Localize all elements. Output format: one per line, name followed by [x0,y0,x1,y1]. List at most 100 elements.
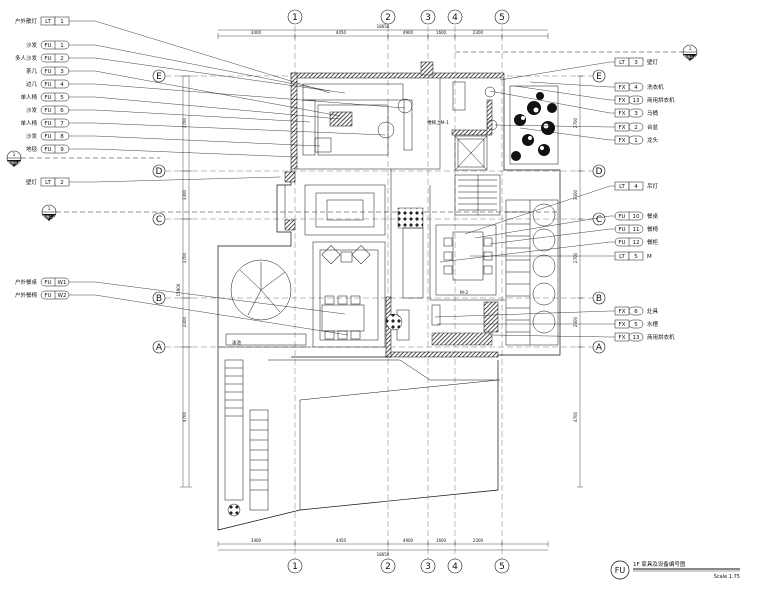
svg-text:FX: FX [619,138,626,144]
grid-row-c: C [156,215,162,225]
svg-text:FU: FU [44,56,51,62]
grid-col-3-bottom: 3 [425,562,431,572]
svg-text:沙发: 沙发 [26,41,38,49]
dim-top-3: 4900 [403,30,414,35]
svg-text:FU: FU [44,280,51,286]
tag-row: 户外散灯 LT 1 [15,16,331,94]
svg-text:户外餐桌: 户外餐桌 [15,278,38,286]
svg-text:1: 1 [60,43,64,49]
svg-text:LT: LT [619,184,625,190]
grid-row-bubbles-right [592,69,606,354]
svg-text:W1: W1 [58,280,67,286]
dim-left-3: 2700 [182,252,187,263]
svg-text:3: 3 [60,69,64,75]
svg-text:单人椅: 单人椅 [20,119,37,127]
svg-text:壁灯: 壁灯 [647,58,659,66]
svg-text:LT: LT [619,254,625,260]
svg-text:边几: 边几 [26,80,38,88]
section-marker-left-c: 1 剖面C-C [41,204,560,221]
grid-col-5: 5 [499,13,505,23]
dim-bottom-5: 2300 [473,538,484,543]
title-block: FU 1F 家具及设备编号图 Scale 1:75 [610,560,740,580]
tag-row: 单人椅 FU 5 [20,92,341,120]
svg-text:5: 5 [634,254,638,260]
svg-text:FX: FX [619,322,626,328]
svg-text:商用烘衣机: 商用烘衣机 [647,333,675,341]
dim-bottom-4: 1600 [436,538,447,543]
svg-text:FU: FU [44,69,51,75]
dim-top-2: 4450 [336,30,347,35]
grid-row-e: E [156,72,162,82]
tag-row: 茶几 FU 3 [26,66,341,117]
dim-bottom-2: 4450 [336,538,347,543]
section-num-3: 1 [48,206,51,212]
svg-text:3: 3 [634,111,638,117]
section-sub-3: 剖面C-C [42,214,56,219]
svg-text:10: 10 [633,214,640,220]
svg-text:餐柜: 餐柜 [647,238,659,246]
svg-text:壁灯: 壁灯 [26,178,38,186]
svg-text:FX: FX [619,309,626,315]
svg-text:单人椅: 单人椅 [20,93,37,101]
dim-left-total: 15900 [176,283,181,296]
svg-text:FX: FX [619,125,626,131]
tag-row: 多人沙发 FU 2 [15,53,346,94]
svg-text:11: 11 [633,227,640,233]
section-num: 1 [689,46,692,52]
grid-row-b-right: B [596,294,602,304]
dimension-texts: 3400 4450 4900 1600 2300 18650 3400 4450… [176,24,578,557]
grid-row-a-right: A [596,343,603,353]
title-symbol: FU [615,566,626,575]
dim-top-5: 2300 [473,30,484,35]
grid-col-2: 2 [385,13,391,23]
svg-text:12: 12 [633,240,640,246]
svg-text:LT: LT [45,19,51,25]
svg-text:4: 4 [634,184,638,190]
grid-col-4: 4 [452,13,458,23]
svg-text:9: 9 [60,147,64,153]
svg-text:沙发: 沙发 [26,132,38,140]
svg-text:多人沙发: 多人沙发 [15,54,38,62]
svg-text:8: 8 [60,134,64,140]
svg-text:FX: FX [619,85,626,91]
svg-text:1: 1 [60,19,64,25]
grid-column-bubbles-bottom [287,558,510,574]
left-furniture-tags: 户外散灯 LT 1 沙发 FU 1 多人沙发 FU 2 茶几 FU [15,16,406,336]
tag-row: 单人椅 FU 7 [20,118,386,136]
grid-row-bubbles-left [152,69,166,354]
svg-text:13: 13 [633,335,640,341]
elevator-and-stair [454,135,501,216]
svg-text:2: 2 [60,56,64,62]
grid-row-labels-left: E D C B A [156,72,163,353]
svg-text:LT: LT [45,180,51,186]
svg-text:FU: FU [44,121,51,127]
svg-text:3: 3 [634,60,638,66]
terrace-furniture [284,171,386,348]
dining-furniture [396,224,499,341]
dim-right-4: 2300 [573,316,578,327]
svg-text:13: 13 [633,98,640,104]
svg-text:龙头: 龙头 [647,136,659,144]
tag-row: 沙发 FU 1 [26,40,331,92]
grid-column-bubbles-top [287,9,510,25]
section-sub: 剖面A-A [684,54,698,59]
tag-row: 沙发 FU 6 [26,105,311,123]
svg-text:6: 6 [634,309,638,315]
svg-text:2: 2 [634,125,638,131]
svg-text:吊灯: 吊灯 [647,182,659,190]
grid-column-labels-bottom: 1 2 3 4 5 [292,562,505,572]
grid-col-3: 3 [425,13,431,23]
grid-row-d: D [156,167,163,177]
dining-label: M-2 [460,290,469,296]
svg-text:FX: FX [619,111,626,117]
svg-text:FX: FX [619,335,626,341]
section-marker-left-mid: 1 剖面B-B [6,150,160,167]
tag-row: 沙发 FU 8 [26,131,321,147]
svg-text:FU: FU [618,240,625,246]
tag-row: 壁灯 LT 2 [26,176,281,187]
tag-row: 户外餐桌 FU W1 [15,277,346,315]
svg-text:水槽: 水槽 [647,320,659,328]
dim-right-1: 2700 [573,117,578,128]
svg-text:6: 6 [60,108,64,114]
